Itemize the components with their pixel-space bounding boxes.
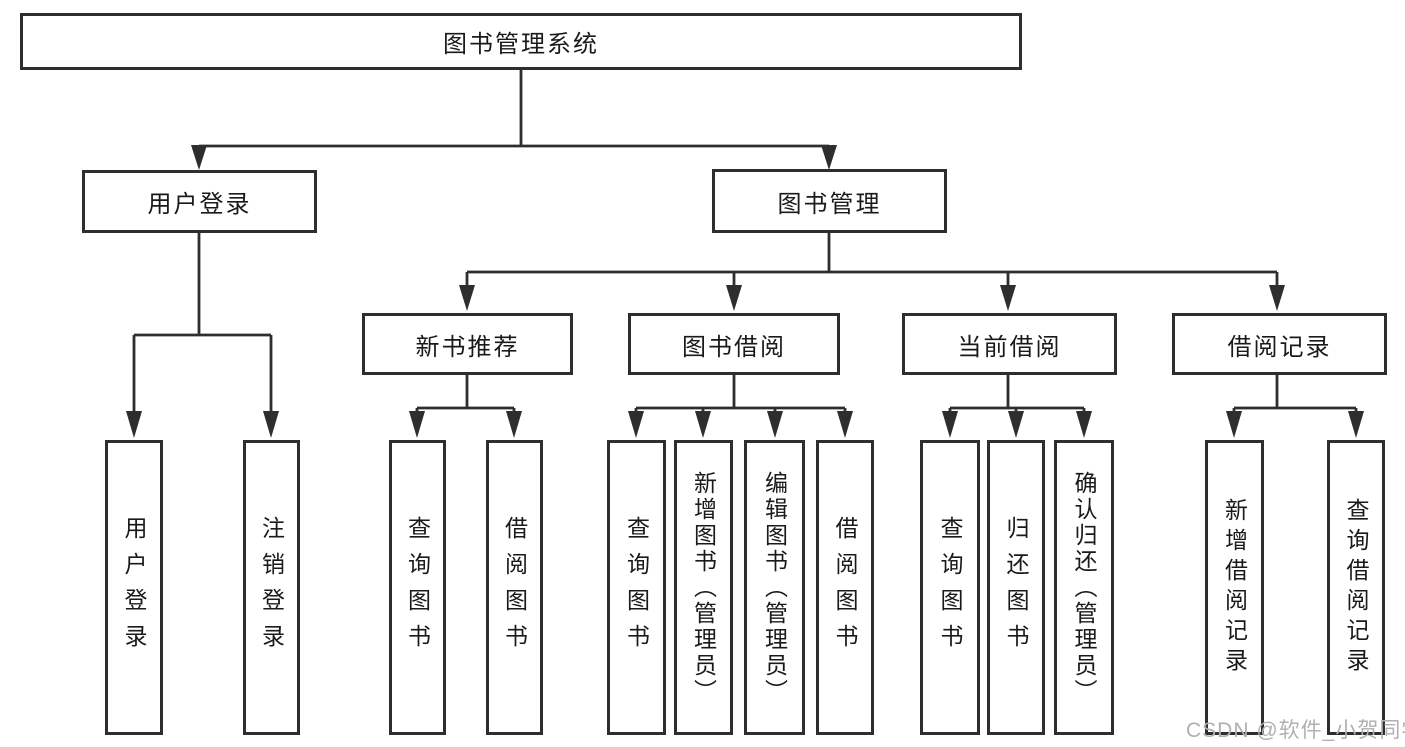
leaf-query-books-recommend: 查询图书 [389,440,446,735]
node-borrow-records: 借阅记录 [1172,313,1387,375]
csdn-watermark: CSDN @软件_小贺同学 [1186,719,1405,742]
leaf-add-books-admin: 新增图书（管理员） [674,440,733,735]
node-current-borrow: 当前借阅 [902,313,1117,375]
leaf-edit-books-admin: 编辑图书（管理员） [744,440,805,735]
node-book-borrow: 图书借阅 [628,313,840,375]
leaf-confirm-return-admin: 确认归还（管理员） [1054,440,1114,735]
leaf-return-books: 归还图书 [987,440,1045,735]
leaf-user-login: 用户登录 [105,440,163,735]
root-node: 图书管理系统 [20,13,1022,70]
leaf-query-borrow-record: 查询借阅记录 [1327,440,1385,735]
node-book-management: 图书管理 [712,169,947,233]
leaf-borrow-books: 借阅图书 [816,440,874,735]
node-new-book-recommend: 新书推荐 [362,313,573,375]
leaf-borrow-books-recommend: 借阅图书 [486,440,543,735]
node-user-login: 用户登录 [82,170,317,233]
leaf-query-books-borrow: 查询图书 [607,440,666,735]
leaf-query-books-current: 查询图书 [920,440,980,735]
leaf-logout: 注销登录 [243,440,300,735]
leaf-add-borrow-record: 新增借阅记录 [1205,440,1264,735]
